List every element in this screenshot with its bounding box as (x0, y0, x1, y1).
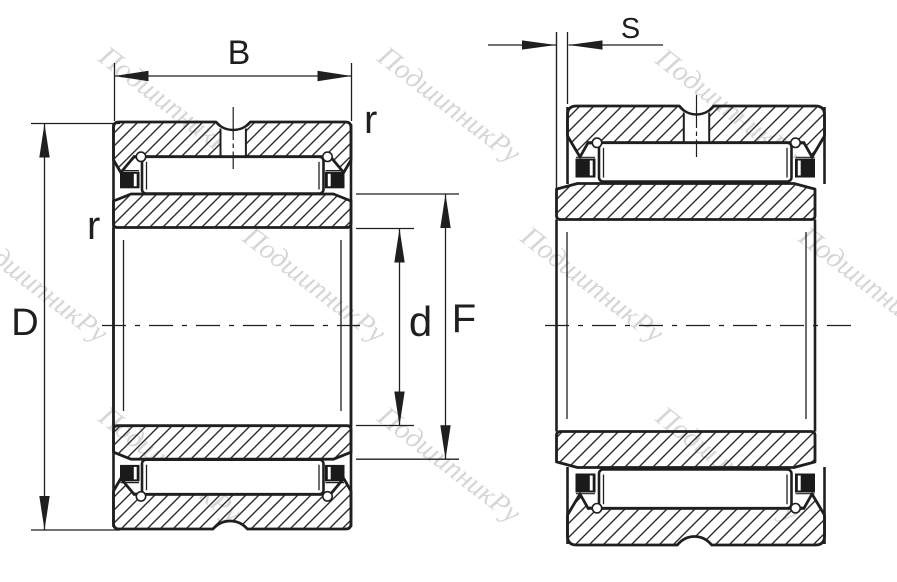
svg-text:ПодшипникРу: ПодшипникРу (371, 40, 526, 169)
svg-text:ПодшипникРу: ПодшипникРу (514, 220, 669, 349)
svg-text:d: d (409, 298, 432, 345)
svg-text:F: F (452, 297, 476, 341)
svg-text:r: r (87, 204, 100, 248)
svg-text:S: S (621, 13, 640, 45)
svg-text:ПодшипникРу: ПодшипникРу (371, 400, 526, 529)
svg-text:ПодшипникРу: ПодшипникРу (792, 220, 897, 349)
svg-text:ПодшипникРу: ПодшипникРу (236, 220, 391, 349)
svg-text:r: r (364, 98, 377, 142)
svg-text:D: D (11, 302, 38, 344)
svg-text:B: B (228, 34, 251, 72)
